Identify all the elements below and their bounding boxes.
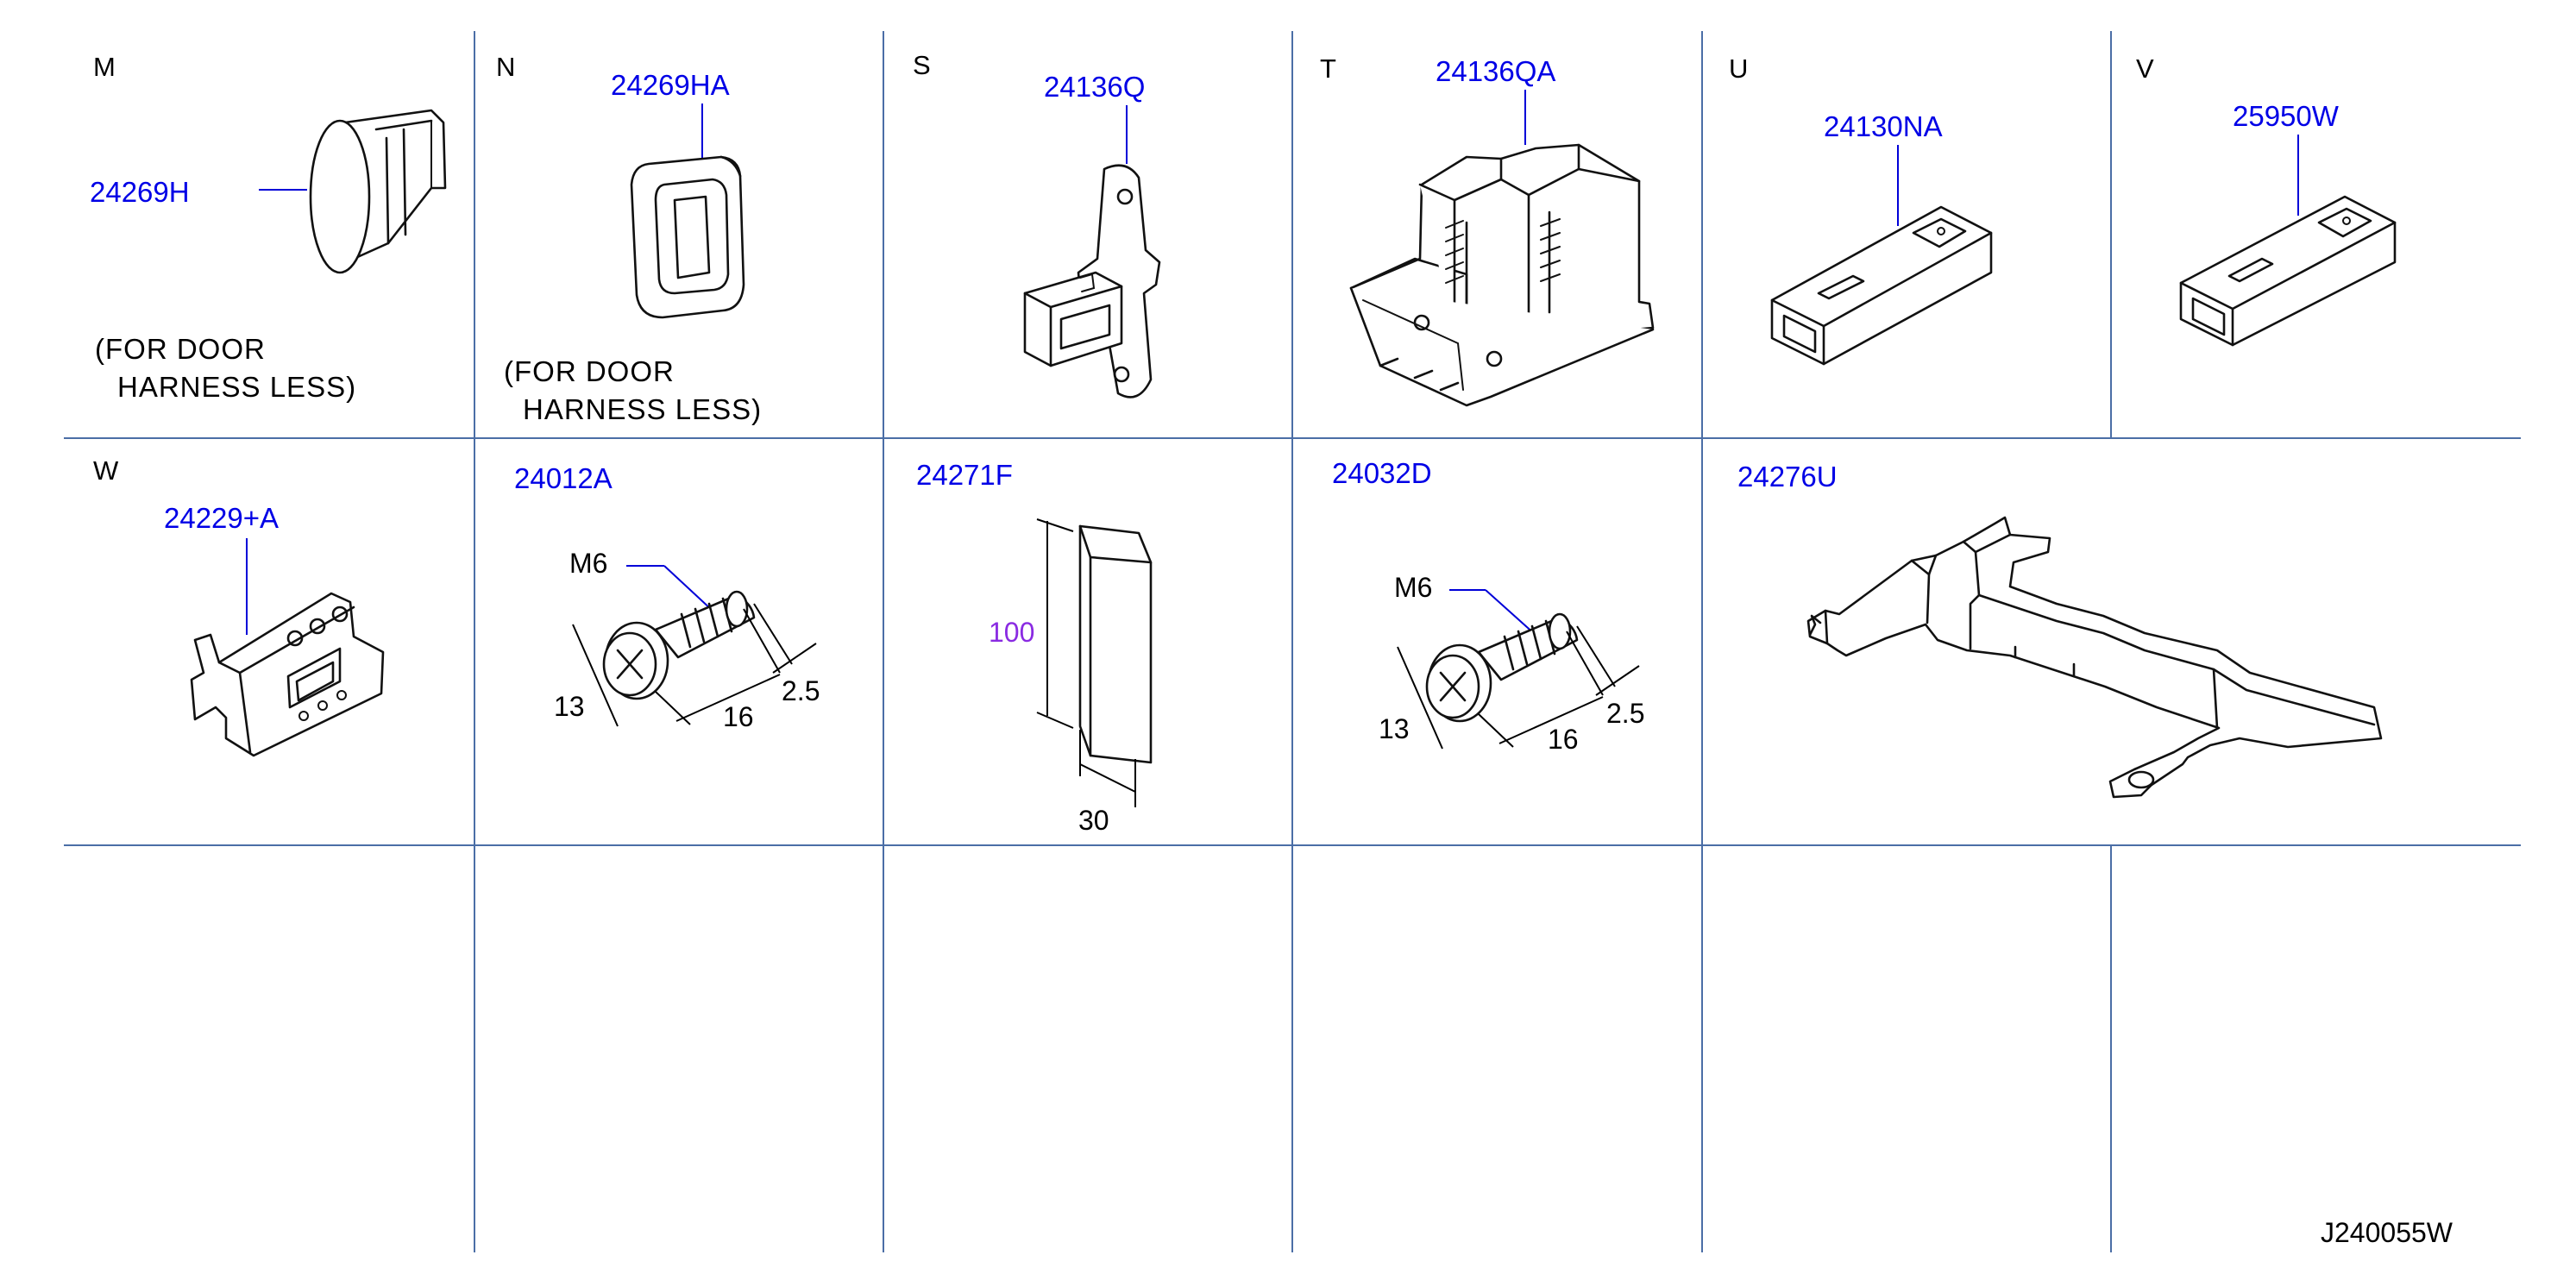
cell-n: N 24269HA (FOR DOOR HARNESS LESS) [496,52,762,425]
tip-dimension: 2.5 [782,675,820,706]
note-line-2: HARNESS LESS) [523,393,762,425]
cell-letter: T [1320,53,1336,84]
part-number-label: 24136Q [1044,71,1145,103]
clip-drawing [1023,164,1161,398]
part-number-label: 24136QA [1436,55,1555,87]
part-number-label: 24032D [1332,457,1432,489]
cell-letter: V [2136,53,2154,84]
cell-m: M 24269H (FOR DOOR HARNESS LESS) [90,52,447,403]
thread-size-label: M6 [569,548,607,579]
cell-24032d: 24032D M6 13 16 2.5 [1332,457,1644,755]
bracket-drawing [190,592,385,757]
thread-size-label: M6 [1394,572,1432,603]
head-dimension: 13 [554,691,585,722]
length-dimension: 16 [723,701,754,732]
cell-v: V 25950W [2136,53,2397,347]
connector-drawing [2179,195,2397,347]
connector-holder-drawing [1349,143,1655,407]
height-dimension: 100 [989,617,1034,648]
note-line-1: (FOR DOOR [504,355,675,387]
cell-s: S 24136Q [913,50,1161,398]
part-number-label: 24271F [916,459,1013,491]
part-number-label: 24269H [90,176,190,208]
part-number-label: 24229+A [164,502,279,534]
cell-letter: U [1729,53,1748,84]
cell-letter: S [913,50,931,80]
pad-drawing [1078,524,1153,764]
cell-24276u: 24276U [1737,461,2383,799]
tip-dimension: 2.5 [1606,698,1644,729]
protector-drawing [1806,516,2383,799]
note-line-1: (FOR DOOR [95,333,266,365]
part-number-label: 25950W [2233,100,2340,132]
cell-u: U 24130NA [1729,53,1993,366]
cell-24271f: 24271F 100 30 [916,459,1153,836]
cell-letter: W [93,455,119,486]
part-number-label: 24276U [1737,461,1838,493]
dimension-lines [1036,518,1136,807]
cell-w: W 24229+A [93,455,385,757]
bolt-drawing [1425,612,1579,723]
dimension-lines [572,603,817,727]
connector-drawing [1770,205,1993,366]
head-dimension: 13 [1379,713,1410,744]
bolt-drawing [602,590,756,700]
cell-24012a: 24012A M6 13 16 2.5 [514,462,820,732]
length-dimension: 16 [1548,724,1579,755]
note-line-2: HARNESS LESS) [117,371,356,403]
drawing-code: J240055W [2321,1217,2453,1248]
dimension-lines [1397,625,1640,750]
cell-t: T 24136QA [1320,53,1655,407]
grommet-drawing [309,109,447,274]
cell-letter: N [496,52,515,82]
cell-letter: M [93,52,116,82]
grid-lines [64,31,2521,1252]
part-number-label: 24130NA [1824,110,1943,142]
grommet-drawing [630,155,745,319]
width-dimension: 30 [1078,805,1109,836]
part-number-label: 24269HA [611,69,730,101]
part-number-label: 24012A [514,462,613,494]
